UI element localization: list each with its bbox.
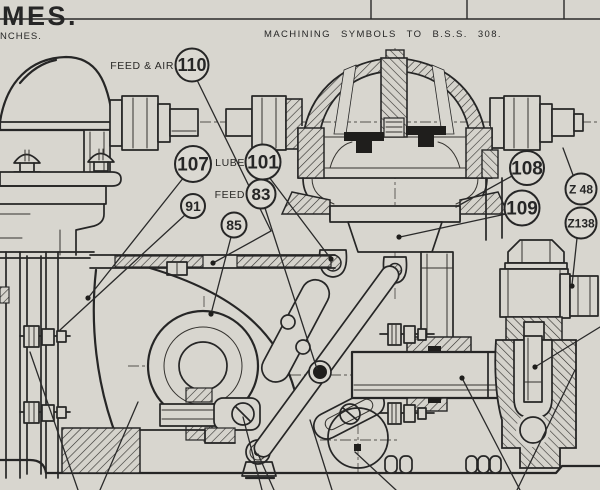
balloon-108: 108 xyxy=(509,150,545,186)
machining-note: MACHINING SYMBOLS TO B.S.S. 308. xyxy=(264,29,502,40)
left-pump-unit xyxy=(0,55,122,259)
hex-cap-bolt xyxy=(507,239,565,264)
balloon-83: 83 xyxy=(245,178,277,210)
feed-pipe-right xyxy=(489,95,584,151)
balloon-110: 110 xyxy=(174,47,210,83)
lube-label: LUBE xyxy=(215,157,245,169)
balloon-109: 109 xyxy=(503,189,541,227)
vent-screw-right xyxy=(87,148,115,172)
base-bolt-tabs xyxy=(384,455,502,474)
balloon-91-label: 91 xyxy=(185,198,201,214)
balloon-z48: Z 48 xyxy=(564,172,598,206)
balloon-z138-label: Z138 xyxy=(567,217,595,231)
stud-nuts-upper xyxy=(19,325,71,348)
feed-label: FEED xyxy=(215,189,245,201)
feed-air-label: FEED & AIR xyxy=(110,60,174,72)
stud-nuts-lower xyxy=(19,401,71,424)
rocker-linkage xyxy=(253,265,400,469)
balloon-z48-label: Z 48 xyxy=(569,183,593,197)
balloon-107: 107 xyxy=(174,145,212,183)
gland-studs-lower xyxy=(379,402,435,425)
balloon-110-label: 110 xyxy=(177,55,206,75)
feed-pipe-left xyxy=(109,95,303,151)
balloon-83-label: 83 xyxy=(252,185,271,204)
balloon-85-label: 85 xyxy=(226,217,242,233)
balloon-91: 91 xyxy=(180,193,206,219)
leader-lines xyxy=(29,79,600,490)
balloon-108-label: 108 xyxy=(511,159,543,180)
ram-barrel xyxy=(350,323,500,425)
scale-bar xyxy=(0,0,600,20)
drawing-title-fragment: MES. xyxy=(2,1,78,31)
scale-label: NCHES. xyxy=(0,31,42,42)
balloon-101: 101 xyxy=(244,143,282,181)
valve-seat-right xyxy=(406,126,446,147)
side-union xyxy=(569,275,599,317)
balloons: 110 107 101 83 91 85 108 109 xyxy=(174,47,598,240)
balloon-109-label: 109 xyxy=(506,199,538,220)
valve-seat-left xyxy=(344,132,384,153)
cam-disc xyxy=(327,407,389,469)
balloon-101-label: 101 xyxy=(247,153,279,174)
balloon-z138: Z138 xyxy=(564,206,598,240)
base-plate xyxy=(0,427,600,475)
gland-studs-upper xyxy=(379,323,435,346)
balloon-107-label: 107 xyxy=(177,155,209,176)
balloon-85: 85 xyxy=(220,211,248,239)
